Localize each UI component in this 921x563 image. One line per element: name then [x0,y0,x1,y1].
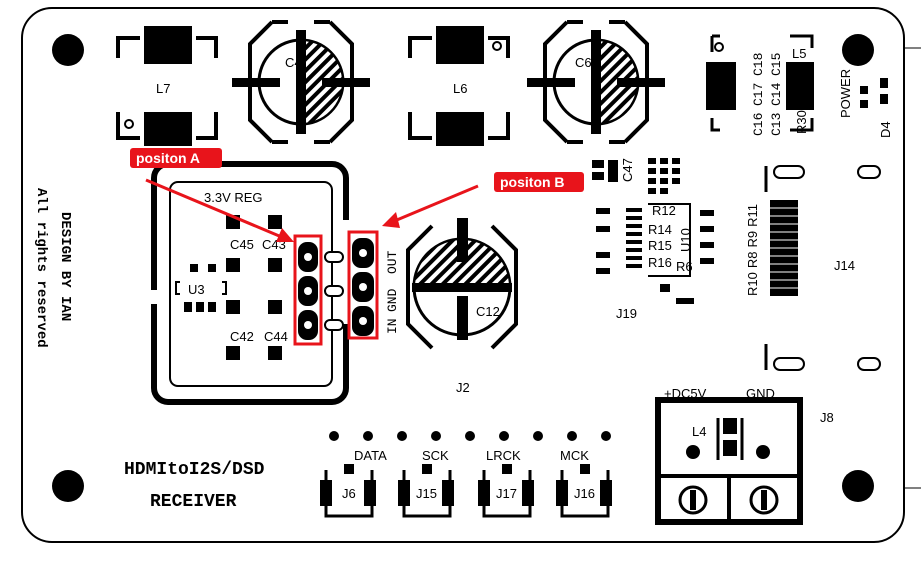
refdes-r15: R15 [648,238,672,253]
credit-line2: All rights reserved [33,188,49,348]
refdes-j15: J15 [416,486,437,501]
inductor-l6: L6 [408,26,510,146]
refdes-r12: R12 [652,203,676,218]
refdes-c17: C17 [751,83,766,106]
sck-label: SCK [422,448,449,463]
capacitor-c12: C12 [406,218,518,350]
refdes-c4: C4 [285,55,302,70]
refdes-c15: C15 [769,53,784,76]
refdes-j19: J19 [616,306,637,321]
svg-text:positon B: positon B [500,174,565,190]
refdes-l4: L4 [692,424,706,439]
regulator-module: 3.3V REG C45 C43 C42 C44 U3 [143,161,357,405]
mounting-hole-tr [842,34,874,66]
refdes-c45: C45 [230,237,254,252]
callout-position-a: positon A [130,148,294,242]
in-label: IN [385,318,400,334]
refdes-c14: C14 [769,82,784,106]
refdes-l6: L6 [453,81,467,96]
gnd-label: GND [385,288,400,312]
mck-label: MCK [560,448,589,463]
top-right-components: C16 C17 C18 C13 C14 C15 L5 R30 POWER D4 [706,34,893,138]
data-label: DATA [354,448,387,463]
refdes-d4: D4 [878,121,893,138]
refdes-c13: C13 [769,113,784,136]
refdes-r14: R14 [648,222,672,237]
refdes-c47: C47 [620,158,635,182]
out-label: OUT [385,250,400,274]
refdes-l7: L7 [156,81,170,96]
ic-area: C47 R12 R14 R15 R16 R6 U10 J19 [592,158,714,321]
board-title-line1: HDMItoI2S/DSD [124,460,265,480]
lrck-label: LRCK [486,448,521,463]
mounting-hole-br [842,470,874,502]
refdes-c65: C65 [575,55,599,70]
refdes-r6: R6 [676,259,693,274]
refdes-c12: C12 [476,304,500,319]
capacitor-c65: C65 [527,20,665,144]
regulator-label: 3.3V REG [204,190,263,205]
callout-position-b: positon B [382,172,584,228]
refdes-j14: J14 [834,258,855,273]
refdes-c16: C16 [751,113,766,136]
refdes-c44: C44 [264,329,288,344]
refdes-j6: J6 [342,486,356,501]
refdes-r30: R30 [794,110,809,134]
inductor-l7: L7 [116,26,218,146]
position-b-header [347,230,379,340]
svg-text:positon A: positon A [136,150,200,166]
refdes-j16: J16 [574,486,595,501]
refdes-c18: C18 [751,53,766,76]
power-led-label: POWER [838,69,853,118]
board-title-line2: RECEIVER [150,492,237,512]
refdes-l5: L5 [792,46,806,61]
refdes-u3: U3 [188,282,205,297]
refdes-j2: J2 [456,380,470,395]
refdes-j8: J8 [820,410,834,425]
terminal-block-j8: +DC5V GND J8 L4 [655,386,834,525]
position-a-header [293,234,323,346]
refdes-r16: R16 [648,255,672,270]
mounting-hole-bl [52,470,84,502]
bottom-headers: DATA SCK LRCK MCK J6 J15 J17 J16 [320,431,612,518]
resistor-array: R10R8R9R11 J14 [745,165,881,371]
mounting-hole-tl [52,34,84,66]
credit-line1: DESIGN BY IAN [57,212,73,321]
refdes-u10: U10 [678,228,693,252]
refdes-j17: J17 [496,486,517,501]
capacitor-c4: C4 [232,20,370,144]
refdes-c42: C42 [230,329,254,344]
refdes-r10-r8-r9-r11: R10R8R9R11 [745,204,760,296]
